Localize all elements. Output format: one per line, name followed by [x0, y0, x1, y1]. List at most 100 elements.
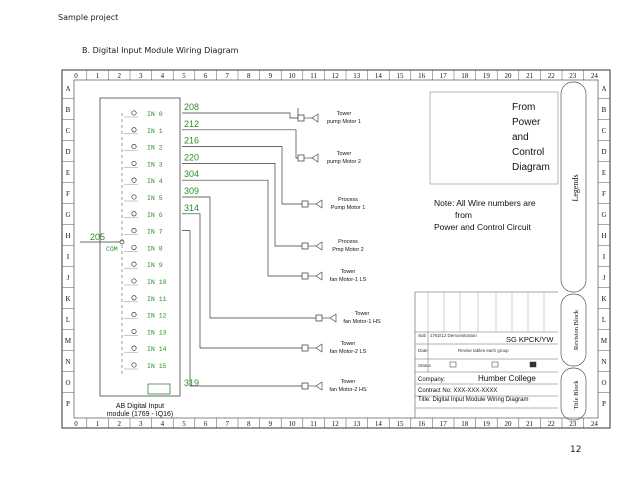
row-label-left: E: [66, 169, 70, 177]
company-name: Humber College: [478, 374, 536, 383]
column-label-bottom: 4: [161, 420, 165, 428]
row-label-left: J: [67, 274, 70, 282]
column-label-bottom: 18: [461, 420, 469, 428]
input-label: IN 11: [147, 296, 167, 303]
column-label-top: 16: [418, 72, 426, 80]
input-terminal: [131, 160, 137, 166]
device-line2: fan Motor-1 LS: [330, 277, 367, 283]
input-wire: [182, 163, 302, 247]
row-label-left: D: [65, 148, 70, 156]
input-label: IN 10: [147, 279, 167, 286]
input-wire: [182, 213, 302, 349]
connector-arrow: [315, 343, 323, 353]
wire-note-line: Note: All Wire numbers are: [434, 198, 536, 208]
drawing-frame: [61, 69, 611, 429]
input-label: IN 15: [147, 363, 167, 370]
row-label-left: A: [65, 85, 70, 93]
legends-label: Legends: [571, 174, 580, 201]
row-label-right: C: [602, 127, 607, 135]
column-label-bottom: 8: [247, 420, 251, 428]
device-line1: Tower: [341, 269, 356, 275]
column-label-top: 2: [117, 72, 121, 80]
wire-number: 216: [184, 136, 199, 146]
input-label: IN 4: [147, 178, 163, 185]
column-label-top: 11: [310, 72, 317, 80]
column-label-top: 9: [269, 72, 273, 80]
row-label-right: K: [601, 295, 606, 303]
input-terminal: [131, 177, 137, 183]
column-label-top: 12: [332, 72, 340, 80]
connector-arrow: [315, 199, 323, 209]
module-led-box: [147, 383, 171, 395]
legends-capsule: [560, 81, 587, 293]
column-label-bottom: 1: [96, 420, 100, 428]
row-label-right: E: [602, 169, 606, 177]
rev-row2-label: Date: [418, 348, 428, 353]
column-label-top: 4: [161, 72, 165, 80]
column-label-bottom: 15: [397, 420, 405, 428]
input-label: IN 6: [147, 212, 163, 219]
wire-number: 304: [184, 169, 199, 179]
device-line1: Process: [338, 239, 358, 245]
column-label-bottom: 0: [74, 420, 78, 428]
row-label-right: P: [602, 400, 606, 408]
input-label: IN 8: [147, 245, 163, 252]
revision-label: Revision Block: [573, 309, 580, 350]
column-label-top: 15: [397, 72, 405, 80]
row-label-left: F: [66, 190, 70, 198]
column-label-top: 6: [204, 72, 208, 80]
wire-number: 208: [184, 102, 199, 112]
wire-note-line: from: [455, 210, 472, 220]
connector-arrow: [311, 113, 319, 123]
device-line1: Tower: [341, 341, 356, 347]
input-terminal: [131, 127, 137, 133]
column-label-top: 7: [225, 72, 229, 80]
column-label-bottom: 19: [483, 420, 491, 428]
column-label-bottom: 14: [375, 420, 383, 428]
input-terminal: [131, 144, 137, 150]
input-wire: [182, 179, 302, 277]
section-title: B. Digital Input Module Wiring Diagram: [82, 46, 239, 55]
input-terminal: [131, 244, 137, 250]
inner-frame: [73, 79, 599, 419]
column-label-top: 20: [505, 72, 513, 80]
column-label-bottom: 23: [569, 420, 577, 428]
column-label-bottom: 16: [418, 420, 426, 428]
revision-title: SG KPCK/YW: [506, 335, 554, 344]
project-title: Sample project: [58, 13, 119, 22]
source-note-line: and: [512, 132, 529, 143]
row-label-left: C: [66, 127, 71, 135]
status-box-3: [529, 361, 537, 368]
rev-row1-text: 1762/12 Demonstration: [430, 333, 477, 338]
column-label-bottom: 13: [353, 420, 361, 428]
device-line1: Tower: [341, 379, 356, 385]
input-wire: [182, 129, 298, 159]
input-terminal: [131, 278, 137, 284]
input-label: IN 13: [147, 329, 167, 336]
title-region-grid: [415, 292, 558, 409]
connector-arrow: [315, 271, 323, 281]
row-label-left: I: [67, 253, 70, 261]
row-label-right: I: [603, 253, 606, 261]
row-label-left: B: [66, 106, 71, 114]
device-line2: pump Motor 1: [327, 119, 361, 125]
column-label-bottom: 10: [289, 420, 297, 428]
input-label: IN 7: [147, 229, 163, 236]
input-label: IN 14: [147, 346, 167, 353]
device-line2: fan Motor-2 LS: [330, 349, 367, 355]
column-label-bottom: 11: [310, 420, 317, 428]
column-label-top: 10: [289, 72, 297, 80]
device-line2: fan Motor-1 HS: [343, 319, 381, 325]
input-wire: [182, 230, 302, 387]
column-label-bottom: 21: [526, 420, 534, 428]
row-label-right: D: [601, 148, 606, 156]
input-wire: [182, 196, 316, 319]
input-terminal: [131, 110, 137, 116]
column-label-bottom: 3: [139, 420, 143, 428]
status-box-1: [449, 361, 457, 368]
